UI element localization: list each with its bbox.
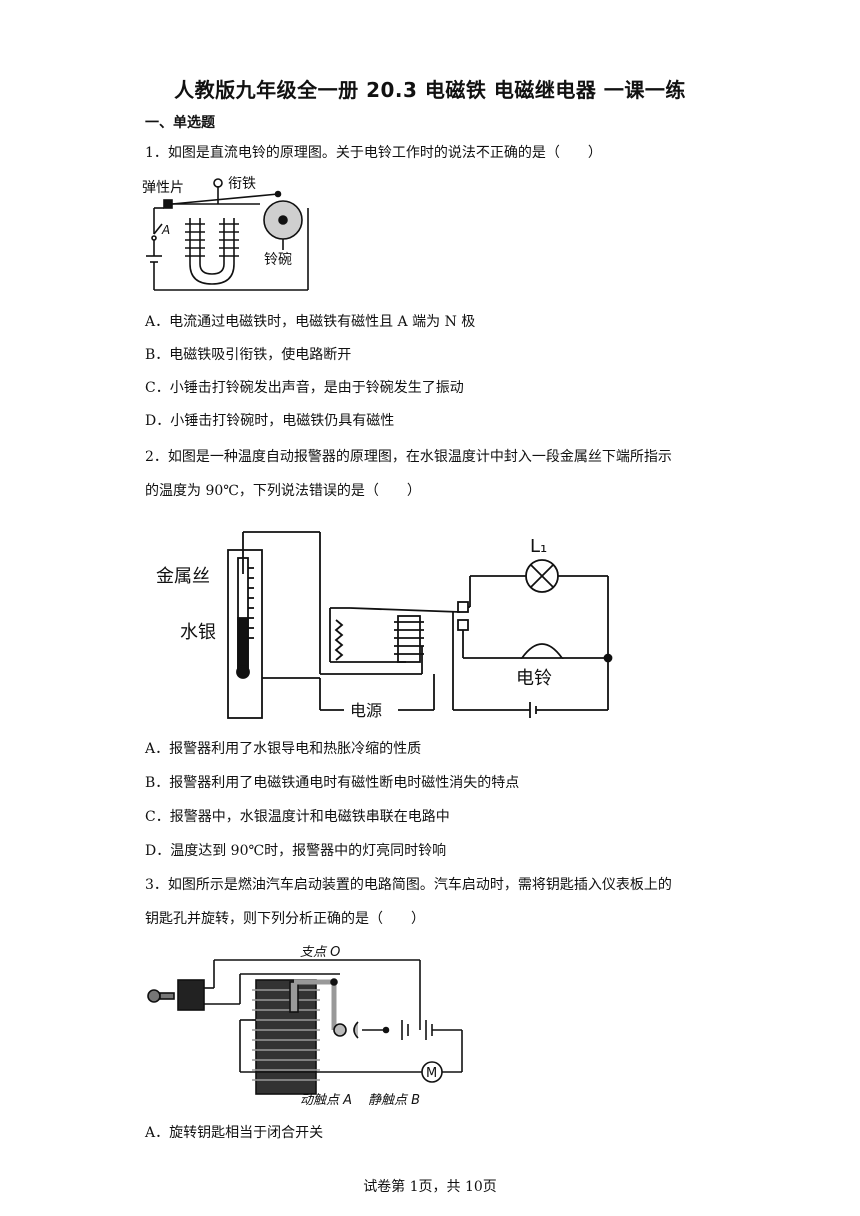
q2-label-wire: 金属丝 — [156, 566, 210, 587]
q3-option-a: A．旋转钥匙相当于闭合开关 — [145, 1125, 324, 1141]
q3-label-pivot: 支点 O — [300, 945, 340, 960]
page-footer: 试卷第 1页，共 10页 — [363, 1179, 497, 1195]
q1-stem: 1．如图是直流电铃的原理图。关于电铃工作时的说法不正确的是（ ） — [145, 145, 602, 161]
q2-option-a: A．报警器利用了水银导电和热胀冷缩的性质 — [145, 741, 422, 757]
q2-stem-line1: 2．如图是一种温度自动报警器的原理图，在水银温度计中封入一段金属丝下端所指示 — [145, 449, 672, 465]
q1-option-c: C．小锤击打铃碗发出声音，是由于铃碗发生了振动 — [145, 380, 464, 396]
q1-label-armature: 衔铁 — [228, 176, 256, 192]
q2-label-source: 电源 — [350, 701, 382, 720]
q2-stem-line2: 的温度为 90℃，下列说法错误的是（ ） — [145, 483, 421, 499]
q3-label-static-contact: 静触点 B — [368, 1093, 420, 1106]
q2-label-bell: 电铃 — [516, 668, 552, 689]
q2-option-c: C．报警器中，水银温度计和电磁铁串联在电路中 — [145, 809, 450, 825]
q2-option-d: D．温度达到 90℃时，报警器中的灯亮同时铃响 — [145, 843, 447, 859]
q3-stem-line1: 3．如图所示是燃油汽车启动装置的电路简图。汽车启动时，需将钥匙插入仪表板上的 — [145, 877, 672, 893]
q1-label-a: A — [161, 223, 170, 237]
q1-option-a: A．电流通过电磁铁时，电磁铁有磁性且 A 端为 N 极 — [145, 314, 476, 330]
page-title: 人教版九年级全一册 20.3 电磁铁 电磁继电器 一课一练 — [174, 78, 686, 102]
q2-label-mercury: 水银 — [180, 622, 216, 643]
q3-stem-line2: 钥匙孔并旋转，则下列分析正确的是（ ） — [145, 911, 425, 927]
q1-option-b: B．电磁铁吸引衔铁，使电路断开 — [145, 347, 352, 363]
q1-bell-diagram: 弹性片 衔铁 A 铃碗 — [142, 176, 309, 291]
q1-label-spring: 弹性片 — [142, 180, 184, 196]
section-heading: 一、单选题 — [145, 115, 215, 131]
q2-alarm-diagram: 金属丝 水银 L₁ 电铃 电源 — [156, 531, 613, 720]
q3-label-motor: M — [426, 1066, 437, 1081]
q1-option-d: D．小锤击打铃碗时，电磁铁仍具有磁性 — [145, 413, 395, 429]
q2-label-lamp: L₁ — [530, 536, 547, 557]
q2-option-b: B．报警器利用了电磁铁通电时有磁性断电时磁性消失的特点 — [145, 775, 520, 791]
q3-label-moving-contact: 动触点 A — [300, 1093, 352, 1106]
q1-label-bowl: 铃碗 — [264, 252, 292, 268]
q3-car-starter-diagram: 支点 O 动触点 A 静触点 B M — [147, 945, 463, 1106]
